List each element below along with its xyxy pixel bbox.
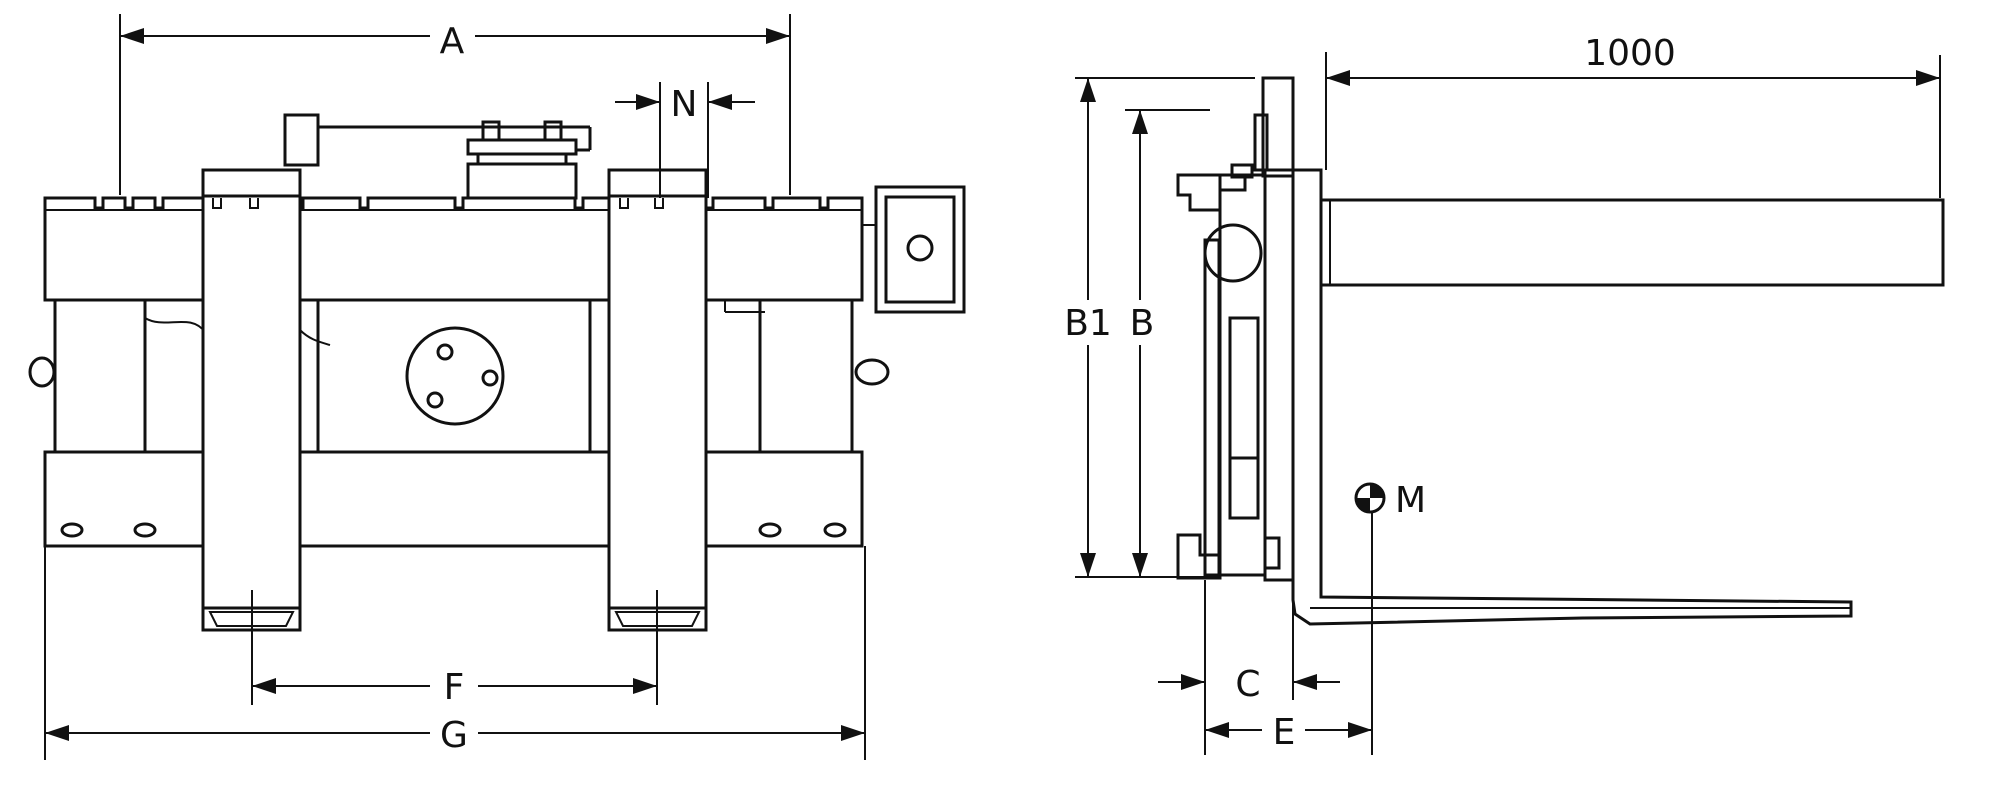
center-plate xyxy=(316,298,592,454)
manifold-top xyxy=(466,138,578,156)
left-fork-tip xyxy=(208,611,295,627)
cylinder-end xyxy=(1228,456,1260,520)
fork-tine xyxy=(1291,168,1853,626)
bolt-hole xyxy=(436,343,454,361)
top-beam xyxy=(43,196,864,302)
bolt-hole xyxy=(481,369,499,387)
bottom-beam xyxy=(43,450,864,548)
slot xyxy=(60,522,84,538)
front-dimensions: A N F G xyxy=(44,14,866,760)
label-m: M xyxy=(1395,480,1426,521)
upper-arm xyxy=(1319,198,1945,287)
slot xyxy=(133,522,157,538)
fitting xyxy=(1230,163,1254,179)
dim-label-a: A xyxy=(440,21,465,62)
fitting xyxy=(543,120,563,142)
slot xyxy=(758,522,782,538)
dim-label-e: E xyxy=(1273,712,1296,753)
right-fork-tip xyxy=(614,611,701,627)
fitting xyxy=(481,120,501,142)
valve-block xyxy=(283,113,320,167)
left-fork-carrier xyxy=(201,168,302,632)
dim-label-n: N xyxy=(671,84,698,125)
control-box xyxy=(874,185,966,314)
dim-label-b: B xyxy=(1130,303,1155,344)
cylinder-body xyxy=(1228,316,1260,460)
left-knob xyxy=(28,356,56,388)
side-view: M xyxy=(1176,76,1945,626)
dim-label-g: G xyxy=(440,715,468,756)
manifold-base xyxy=(466,162,578,200)
slot xyxy=(823,522,847,538)
right-post xyxy=(758,298,854,454)
bolt-hole xyxy=(426,391,444,409)
dim-label-f: F xyxy=(444,667,465,708)
side-dimensions: 1000 B1 B C E xyxy=(1064,33,1941,755)
fork-frame-top xyxy=(1261,76,1295,178)
front-view xyxy=(28,113,966,632)
break-line-center xyxy=(299,329,331,346)
dim-label-1000: 1000 xyxy=(1584,33,1676,74)
left-fork-hook xyxy=(201,168,302,198)
lower-hook xyxy=(1176,533,1222,580)
control-box-inner xyxy=(884,195,956,304)
fork-frame-plate xyxy=(1263,168,1295,582)
right-knob xyxy=(854,358,890,386)
control-knob xyxy=(906,234,934,262)
roller xyxy=(1203,223,1263,283)
dim-label-b1: B1 xyxy=(1064,303,1112,344)
rotor-disc xyxy=(405,326,505,426)
break-line-left xyxy=(144,317,206,333)
right-fork-hook xyxy=(607,168,708,198)
dim-label-c: C xyxy=(1235,664,1260,705)
side-backplate xyxy=(1203,238,1221,577)
right-fork-carrier xyxy=(607,168,708,632)
left-post xyxy=(53,298,147,454)
upper-hook xyxy=(1176,173,1247,212)
